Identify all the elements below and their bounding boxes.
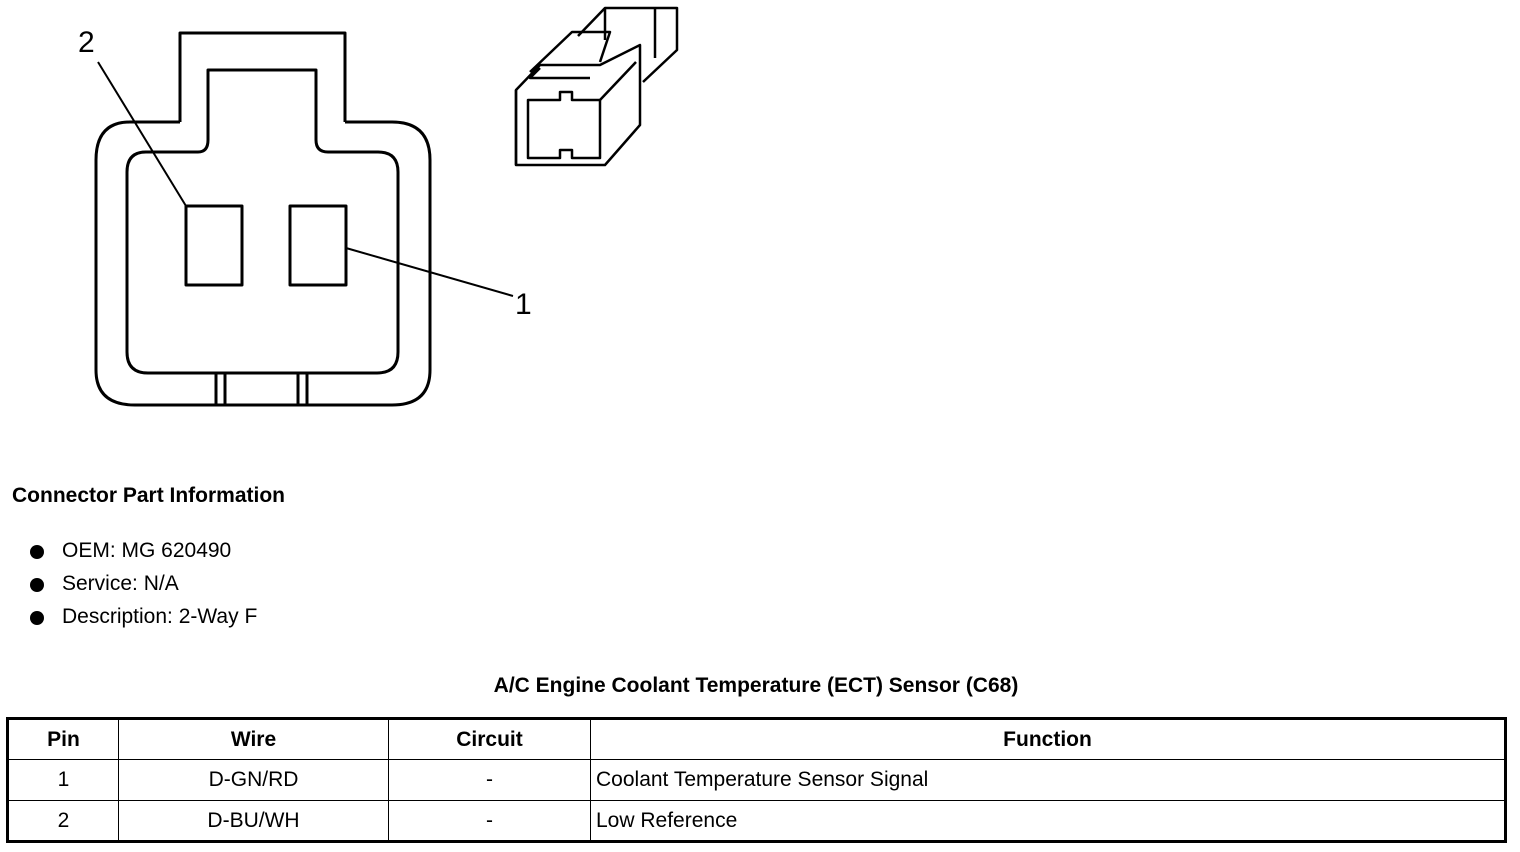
locking-tab-inner (206, 68, 318, 140)
bullet-icon (30, 611, 44, 625)
cell-wire: D-GN/RD (118, 759, 389, 801)
connector-inner-shell (125, 139, 400, 375)
list-item: Description: 2-Way F (28, 604, 257, 637)
bullet-icon (30, 578, 44, 592)
oem-text: OEM: MG 620490 (62, 539, 232, 562)
cell-circuit: - (388, 800, 591, 842)
pin-label-2: 2 (78, 26, 95, 59)
cell-circuit: - (388, 759, 591, 801)
list-item: Service: N/A (28, 571, 257, 604)
pinout-table: Pin Wire Circuit Function 1 D-GN/RD - Co… (6, 717, 1507, 843)
header-pin: Pin (7, 718, 119, 760)
cell-pin: 2 (7, 800, 119, 842)
locking-tab (178, 31, 347, 122)
service-text: Service: N/A (62, 572, 179, 595)
table-row: 2 D-BU/WH - Low Reference (7, 800, 1506, 842)
cell-function: Low Reference (590, 800, 1506, 842)
leader-line-2 (97, 61, 187, 207)
header-circuit: Circuit (388, 718, 591, 760)
pin-label-1: 1 (515, 288, 532, 321)
header-wire: Wire (118, 718, 389, 760)
table-row: 1 D-GN/RD - Coolant Temperature Sensor S… (7, 759, 1506, 801)
cell-function: Coolant Temperature Sensor Signal (590, 759, 1506, 801)
table-header-row: Pin Wire Circuit Function (7, 718, 1506, 760)
connector-outer-shell (94, 120, 432, 407)
pin-cavity-2 (184, 204, 244, 287)
list-item: OEM: MG 620490 (28, 538, 257, 571)
connector-face-diagram (94, 6, 679, 407)
pin-cavity-1 (288, 204, 348, 287)
cell-wire: D-BU/WH (118, 800, 389, 842)
header-function: Function (590, 718, 1506, 760)
leader-line-1 (345, 247, 514, 297)
description-text: Description: 2-Way F (62, 605, 258, 628)
table-title: A/C Engine Coolant Temperature (ECT) Sen… (493, 674, 1019, 697)
connector-3d-icon (514, 6, 679, 167)
cell-pin: 1 (7, 759, 119, 801)
bullet-icon (30, 545, 44, 559)
connector-info-heading: Connector Part Information (12, 484, 286, 507)
connector-info-list: OEM: MG 620490 Service: N/A Description:… (28, 538, 257, 637)
